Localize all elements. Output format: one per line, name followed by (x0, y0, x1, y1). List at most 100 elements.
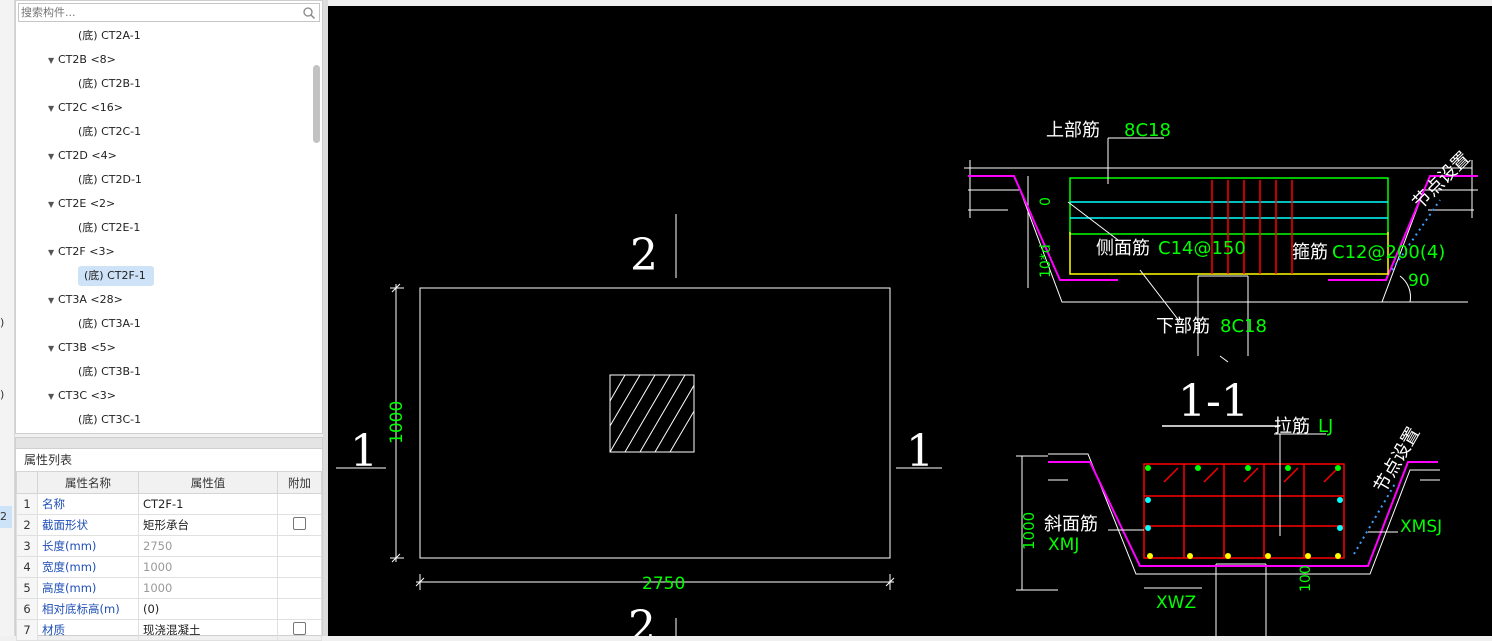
tree-item[interactable]: (底) CT2C-1 (78, 122, 141, 142)
section-2-rebar-grid (1143, 463, 1345, 559)
node-setting-label-2: 节点设置 (1370, 424, 1424, 497)
row-index: 4 (16, 556, 38, 578)
side-bar-label: 侧面筋 (1096, 238, 1150, 259)
property-name: 相对底标高(m) (37, 598, 139, 620)
tree-item[interactable]: (底) CT2F-1 (78, 266, 154, 286)
property-value[interactable]: 2750 (138, 535, 278, 557)
property-value[interactable]: 现浇混凝土 (138, 619, 278, 641)
tree-label: CT3C <3> (58, 389, 117, 402)
extra-checkbox[interactable] (293, 622, 306, 635)
tree-group[interactable]: ▼CT2E <2> (48, 194, 115, 214)
property-value[interactable]: CT2F-1 (138, 493, 278, 515)
header-extra: 附加 (277, 471, 322, 494)
slope-bar-value: XMJ (1048, 535, 1079, 555)
section-2-rebar-dots (1145, 465, 1343, 559)
tie-label: 拉筋 (1274, 416, 1310, 437)
properties-title: 属性列表 (24, 453, 73, 467)
expand-arrow-icon[interactable]: ▼ (48, 104, 55, 113)
tree-group[interactable]: ▼CT2F <3> (48, 242, 115, 262)
header-name: 属性名称 (37, 471, 139, 494)
header-value: 属性值 (138, 471, 278, 494)
top-bar-value: 8C18 (1124, 120, 1171, 141)
property-value[interactable]: 矩形承台 (138, 514, 278, 536)
property-value[interactable]: 1000 (138, 577, 278, 599)
plan-dim-width: 1000 (387, 401, 407, 444)
tree-scrollbar-thumb[interactable] (313, 65, 320, 143)
bottom-bar-label: 下部筋 (1156, 316, 1210, 337)
tree-label: (底) CT2F-1 (84, 269, 146, 282)
panel-divider[interactable] (323, 0, 328, 636)
tie-value: LJ (1318, 416, 1333, 437)
stirrup-label: 箍筋 (1292, 242, 1328, 263)
edge-selection[interactable] (0, 506, 12, 528)
tree-item[interactable]: (底) CT2E-1 (78, 218, 140, 238)
tree-group[interactable]: ▼CT2D <4> (48, 146, 117, 166)
expand-arrow-icon[interactable]: ▼ (48, 152, 55, 161)
expand-arrow-icon[interactable]: ▼ (48, 248, 55, 257)
tree-item[interactable]: (底) CT3C-1 (78, 410, 141, 430)
row-index: 2 (16, 514, 38, 536)
tree-item[interactable]: (底) CT2B-1 (78, 74, 141, 94)
tree-group[interactable]: ▼CT3A <28> (48, 290, 123, 310)
section-1-title: 1-1 (1178, 376, 1249, 427)
panel-splitter[interactable] (16, 438, 322, 449)
tree-item[interactable]: (底) CT2A-1 (78, 26, 141, 46)
extra-checkbox[interactable] (293, 517, 306, 530)
dim-side-value: 10*d (1038, 244, 1054, 278)
tree-group[interactable]: ▼CT3B <5> (48, 338, 116, 358)
tree-label: (底) CT2B-1 (78, 77, 141, 90)
section-1-magenta-right (1328, 175, 1478, 281)
tree-group[interactable]: ▼CT2C <16> (48, 98, 123, 118)
left-edge-strip: ) ) 2 (0, 0, 15, 636)
tree-label: CT2E <2> (58, 197, 116, 210)
cad-canvas[interactable]: 2 2 1 1 2750 1000 (328, 6, 1492, 636)
section-2-dim-height: 1000 (1020, 512, 1038, 550)
search-input[interactable] (21, 4, 291, 21)
expand-arrow-icon[interactable]: ▼ (48, 344, 55, 353)
property-name: 材质 (37, 619, 139, 641)
angle-value: 90 (1408, 271, 1430, 291)
tree-label: (底) CT3C-1 (78, 413, 142, 426)
property-extra (277, 535, 322, 557)
edge-mark: 2 (0, 510, 7, 523)
edge-mark: ) (0, 316, 5, 329)
plan-label-left: 1 (350, 426, 378, 477)
bottom-bar-value: 8C18 (1220, 316, 1267, 337)
search-icon[interactable] (302, 6, 316, 20)
plan-label-top: 2 (630, 230, 658, 281)
plan-label-right: 1 (906, 426, 934, 477)
xmsj-value: XMSJ (1400, 517, 1442, 537)
tree-item[interactable]: (底) CT3B-1 (78, 362, 141, 382)
pile-hatch (610, 375, 694, 452)
section-1-bottom-rebar-box (1069, 232, 1389, 275)
tree-label: (底) CT3A-1 (78, 317, 141, 330)
expand-arrow-icon[interactable]: ▼ (48, 56, 55, 65)
row-index: 6 (16, 598, 38, 620)
expand-arrow-icon[interactable]: ▼ (48, 200, 55, 209)
cad-drawing-view[interactable]: 2 2 1 1 2750 1000 (328, 6, 1492, 636)
expand-arrow-icon[interactable]: ▼ (48, 296, 55, 305)
property-name: 高度(mm) (37, 577, 139, 599)
tree-label: CT3B <5> (58, 341, 116, 354)
tree-item[interactable]: (底) CT3A-1 (78, 314, 141, 334)
tree-group[interactable]: ▼CT3C <3> (48, 386, 116, 406)
expand-arrow-icon[interactable]: ▼ (48, 392, 55, 401)
tree-item[interactable]: (底) CT2D-1 (78, 170, 142, 190)
dim-zero-value: 0 (1038, 197, 1054, 206)
component-tree-panel: (底) CT2A-1 ▼CT2B <8> (底) CT2B-1 ▼CT2C <16> (… (15, 0, 323, 434)
tree-label: CT2D <4> (58, 149, 117, 162)
tree-label: (底) CT2C-1 (78, 125, 142, 138)
property-value[interactable]: 1000 (138, 556, 278, 578)
search-box[interactable] (18, 3, 320, 22)
row-index: 5 (16, 577, 38, 599)
tree-group[interactable]: ▼CT2B <8> (48, 50, 116, 70)
property-value[interactable]: (0) (138, 598, 278, 620)
edge-mark: ) (0, 388, 5, 401)
